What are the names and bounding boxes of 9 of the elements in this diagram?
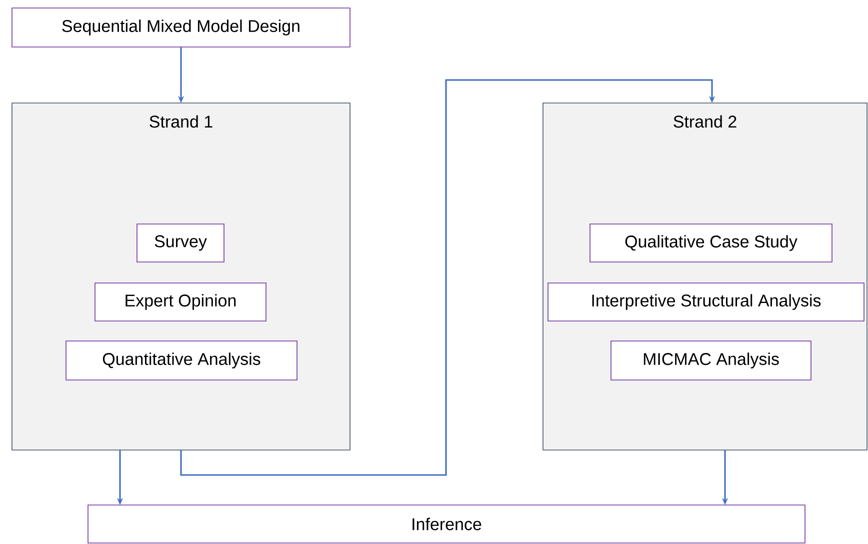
process-box: Interpretive Structural Analysis <box>548 282 864 322</box>
process-box: Quantitative Analysis <box>66 340 298 380</box>
process-box: Survey <box>136 224 224 262</box>
process-box: MICMAC Analysis <box>610 340 812 380</box>
process-box: Inference <box>88 504 806 544</box>
process-box: Sequential Mixed Model Design <box>12 8 350 48</box>
arrow <box>180 79 716 476</box>
process-box: Expert Opinion <box>94 282 266 322</box>
process-box: Qualitative Case Study <box>590 224 832 262</box>
